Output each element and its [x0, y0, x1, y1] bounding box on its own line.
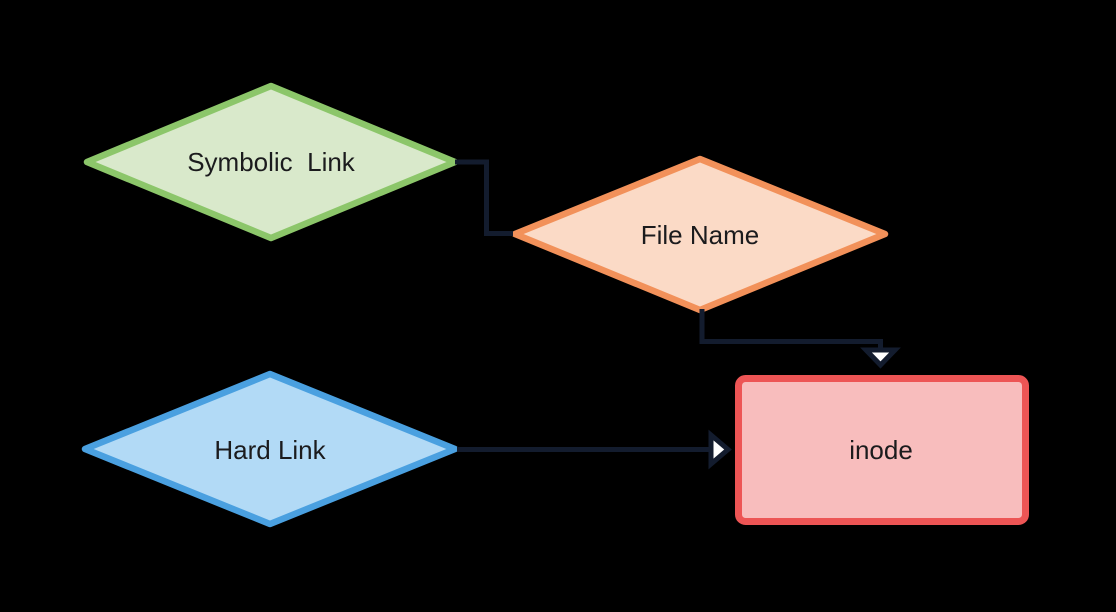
node-file-name: File Name	[511, 155, 889, 314]
node-symbolic-link: Symbolic Link	[83, 82, 459, 242]
symbolic-link-diamond	[83, 82, 459, 242]
edge-hard-link-to-inode	[457, 429, 732, 470]
edge-symbolic-link-to-file-name	[455, 159, 513, 236]
hard-link-label: Hard Link	[214, 435, 326, 465]
node-hard-link: Hard Link	[81, 370, 459, 528]
file-name-label: File Name	[641, 220, 759, 250]
arrowhead-right-icon	[708, 429, 732, 470]
inode-label: inode	[849, 435, 913, 465]
arrowhead-down-icon	[860, 347, 901, 369]
inode-rectangle	[735, 375, 1029, 525]
edge-file-name-to-inode-line	[699, 309, 883, 350]
edge-file-name-to-inode	[699, 309, 901, 369]
node-inode: inode	[735, 375, 1029, 525]
hard-link-diamond	[81, 370, 459, 528]
symbolic-link-label: Symbolic Link	[187, 147, 356, 177]
